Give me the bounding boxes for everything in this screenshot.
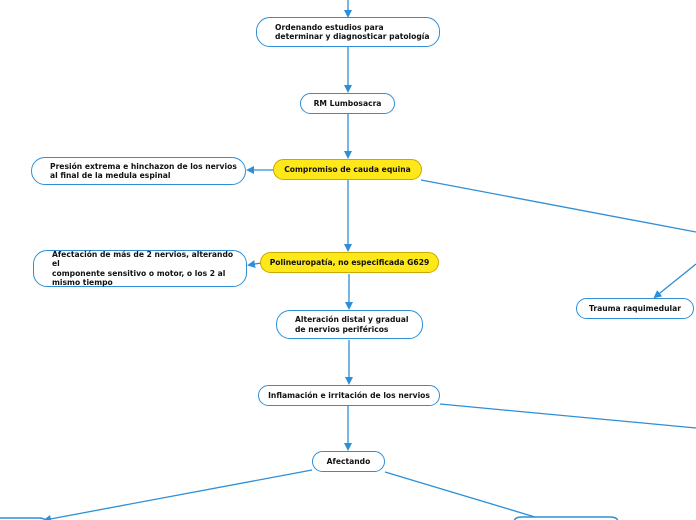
connector-afectando-left xyxy=(43,469,313,520)
node-inflamacion-irritacion[interactable]: Inflamación e irritación de los nervios xyxy=(258,385,440,406)
node-rm-lumbosacra-text: RM Lumbosacra xyxy=(313,98,382,108)
node-alteracion-distal-text: Alteración distal y gradual de nervios p… xyxy=(295,315,409,334)
node-afectacion-nervios[interactable]: Afectación de más de 2 nervios, alterand… xyxy=(33,250,247,287)
connector-afectando-right xyxy=(384,471,546,520)
node-alteracion-distal[interactable]: Alteración distal y gradual de nervios p… xyxy=(276,310,423,339)
node-polineuropatia-text: Polineuropatía, no especificada G629 xyxy=(269,257,430,267)
node-afectando-text: Afectando xyxy=(326,456,371,466)
connector-right-trauma xyxy=(653,263,696,299)
node-polineuropatia[interactable]: Polineuropatía, no especificada G629 xyxy=(260,252,439,273)
node-ordenando-estudios-text: Ordenando estudios para determinar y dia… xyxy=(275,22,430,41)
connector-inflamacion-right xyxy=(439,403,696,429)
connector-cauda-right xyxy=(420,179,696,233)
node-presion-extrema[interactable]: Presión extrema e hinchazon de los nervi… xyxy=(31,157,246,185)
node-ordenando-estudios[interactable]: Ordenando estudios para determinar y dia… xyxy=(256,17,440,47)
connector-polineuropatia-afectacion xyxy=(247,260,262,268)
node-presion-extrema-text: Presión extrema e hinchazon de los nervi… xyxy=(50,161,237,180)
node-compromiso-cauda-equina[interactable]: Compromiso de cauda equina xyxy=(273,159,422,180)
node-inflamacion-irritacion-text: Inflamación e irritación de los nervios xyxy=(268,390,430,400)
node-trauma-raquimedular-text: Trauma raquimedular xyxy=(589,303,681,313)
node-afectacion-nervios-text: Afectación de más de 2 nervios, alterand… xyxy=(52,250,234,287)
node-compromiso-cauda-equina-text: Compromiso de cauda equina xyxy=(284,164,411,174)
node-rm-lumbosacra[interactable]: RM Lumbosacra xyxy=(300,93,395,114)
partial-node-bottom-right xyxy=(513,516,619,520)
node-afectando[interactable]: Afectando xyxy=(312,451,385,472)
node-trauma-raquimedular[interactable]: Trauma raquimedular xyxy=(576,298,694,319)
